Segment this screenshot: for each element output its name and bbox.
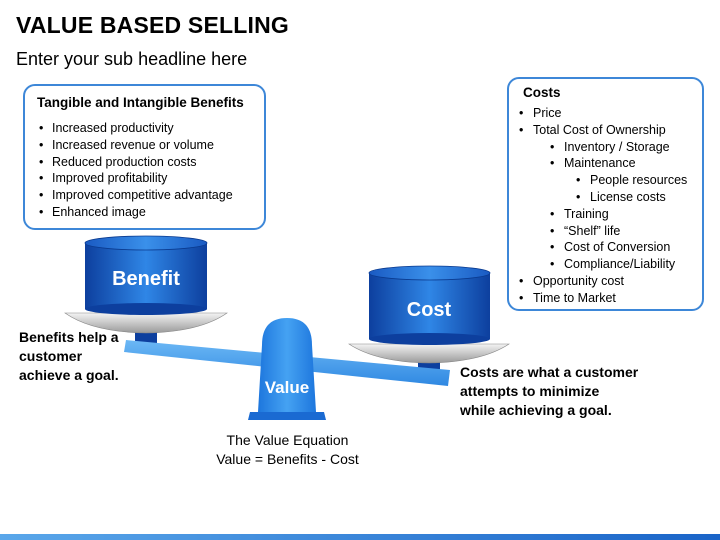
value-equation: The Value Equation Value = Benefits - Co… <box>200 431 375 469</box>
costs-box-title: Costs <box>523 85 561 100</box>
page-subtitle: Enter your sub headline here <box>16 49 248 69</box>
list-item: Improved competitive advantage <box>37 187 254 204</box>
list-item: Total Cost of Ownership <box>519 122 694 139</box>
costs-note-line: while achieving a goal. <box>460 402 612 418</box>
bottom-accent-bar <box>0 534 720 540</box>
value-fulcrum <box>248 318 326 420</box>
list-item: Compliance/Liability <box>519 256 694 273</box>
equation-formula: Value = Benefits - Cost <box>216 451 359 467</box>
list-item: Improved profitability <box>37 170 254 187</box>
cost-cylinder <box>368 265 491 345</box>
list-item: “Shelf” life <box>519 223 694 240</box>
cost-label: Cost <box>407 299 452 321</box>
list-item: Training <box>519 206 694 223</box>
list-item: Time to Market <box>519 290 694 307</box>
list-item: Maintenance <box>519 155 694 172</box>
list-item: Enhanced image <box>37 204 254 221</box>
costs-note-line: attempts to minimize <box>460 383 600 399</box>
benefit-pan <box>64 312 228 334</box>
benefits-box: Tangible and Intangible Benefits Increas… <box>23 84 266 230</box>
equation-title: The Value Equation <box>226 432 349 448</box>
list-item: Cost of Conversion <box>519 239 694 256</box>
list-item: License costs <box>519 189 694 206</box>
list-item: Reduced production costs <box>37 154 254 171</box>
benefits-note-line: customer <box>19 348 83 364</box>
page-title: VALUE BASED SELLING <box>16 12 290 38</box>
value-label: Value <box>265 378 309 397</box>
list-item: Opportunity cost <box>519 273 694 290</box>
list-item: Price <box>519 105 694 122</box>
benefits-note-line: achieve a goal. <box>19 367 119 383</box>
benefits-box-title: Tangible and Intangible Benefits <box>37 95 244 110</box>
benefits-note-line: Benefits help a <box>19 329 119 345</box>
list-item: Inventory / Storage <box>519 139 694 156</box>
costs-note-line: Costs are what a customer <box>460 364 639 380</box>
cost-pan <box>348 343 510 364</box>
benefits-note: Benefits help a customer achieve a goal. <box>19 328 119 385</box>
costs-list: Price Total Cost of Ownership Inventory … <box>519 105 694 307</box>
costs-note: Costs are what a customer attempts to mi… <box>460 363 638 420</box>
list-item: People resources <box>519 172 694 189</box>
benefit-cylinder <box>84 235 208 315</box>
benefit-label: Benefit <box>112 268 180 290</box>
benefits-list: Increased productivity Increased revenue… <box>37 120 254 221</box>
list-item: Increased revenue or volume <box>37 137 254 154</box>
list-item: Increased productivity <box>37 120 254 137</box>
costs-box: Costs Price Total Cost of Ownership Inve… <box>507 77 704 311</box>
